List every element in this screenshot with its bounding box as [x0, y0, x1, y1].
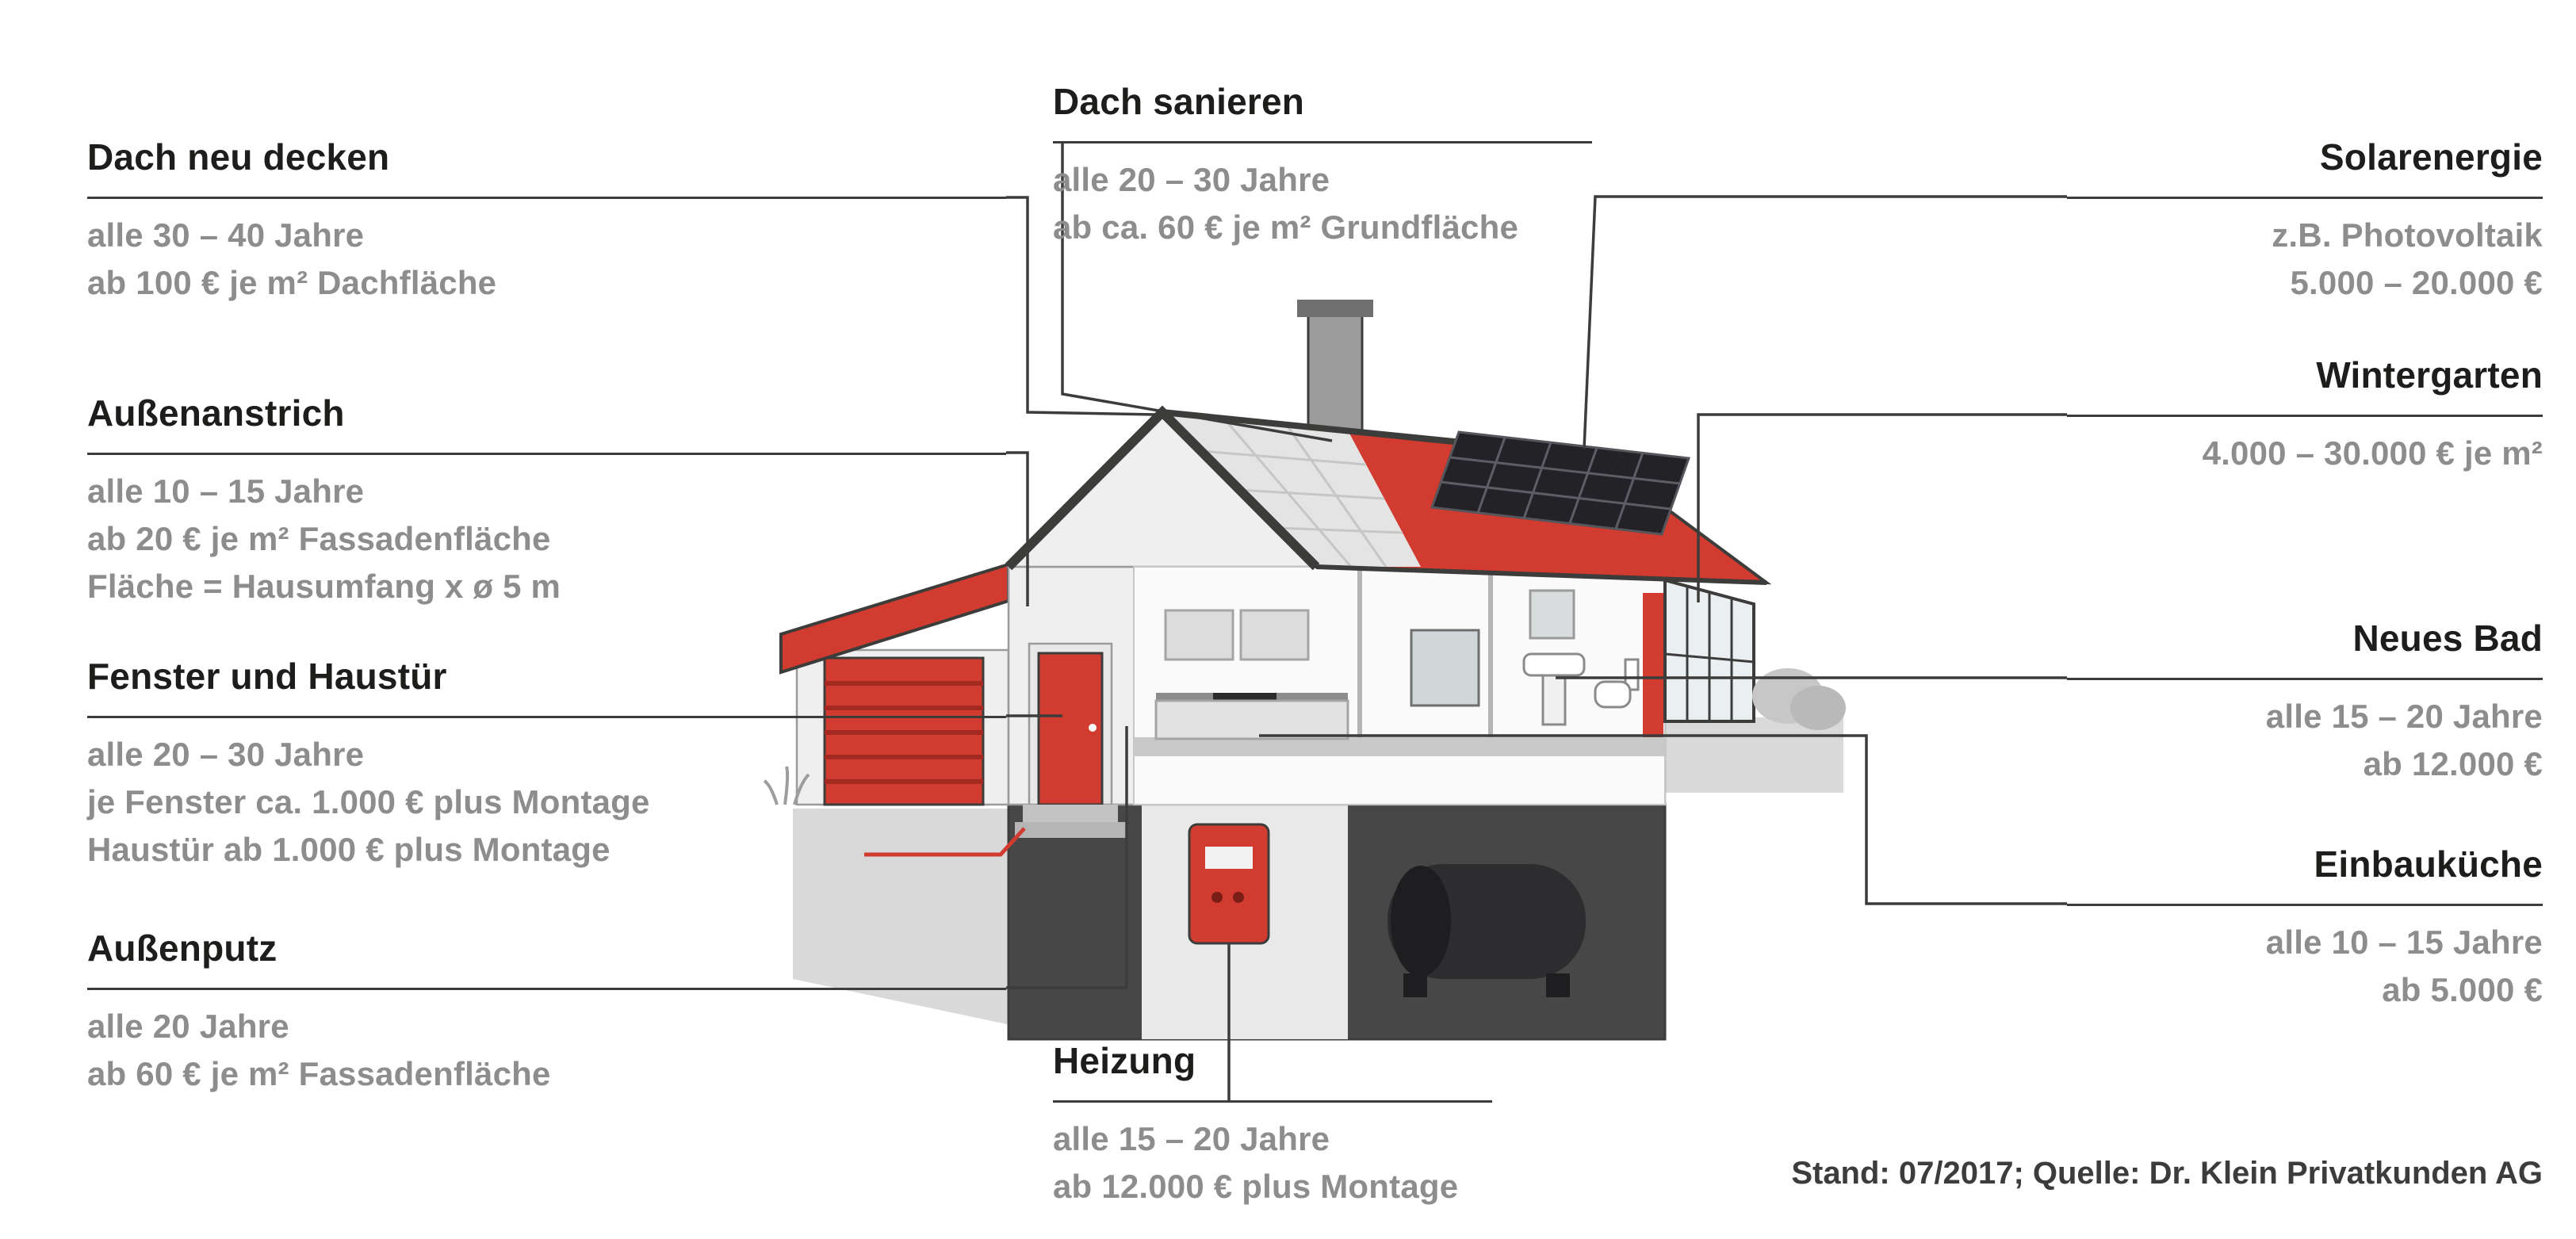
label-line: ab 100 € je m² Dachfläche: [87, 263, 497, 301]
red-pipe: [864, 827, 1026, 857]
bathroom-sink: [1522, 652, 1586, 677]
label-line: Haustür ab 1.000 € plus Montage: [87, 830, 611, 868]
label-line: alle 20 – 30 Jahre: [87, 735, 365, 773]
grass-tuft: [763, 766, 810, 805]
roof-eave: [1315, 564, 1767, 585]
leader-dach-neu-decken: [1006, 196, 1157, 416]
solar-panels: [1430, 430, 1691, 536]
garage-door: [823, 656, 985, 806]
label-title: Heizung: [1053, 1041, 1492, 1103]
label-title: Dach sanieren: [1053, 82, 1592, 143]
label-line: alle 20 Jahre: [87, 1007, 289, 1045]
label-dach-neu-decken: Dach neu decken alle 30 – 40 Jahre ab 10…: [87, 137, 1006, 307]
label-line: alle 15 – 20 Jahre: [2265, 697, 2543, 735]
driveway: [793, 809, 1078, 1039]
chimney: [1297, 300, 1373, 446]
label-line: ab 20 € je m² Fassadenfläche: [87, 519, 551, 557]
label-line: ab ca. 60 € je m² Grundfläche: [1053, 208, 1519, 246]
label-line: z.B. Photovoltaik: [2272, 216, 2543, 254]
bush: [1752, 668, 1846, 730]
label-line: 4.000 – 30.000 € je m²: [2202, 434, 2543, 472]
interior-cutaway: [1133, 566, 1666, 805]
boiler: [1188, 823, 1270, 945]
house-illustration: [763, 300, 1846, 1041]
toilet: [1594, 680, 1632, 709]
label-dach-sanieren: Dach sanieren alle 20 – 30 Jahre ab ca. …: [1053, 82, 1592, 251]
kitchen: [1154, 609, 1349, 740]
leader-aussenanstrich: [1006, 451, 1029, 606]
label-line: alle 15 – 20 Jahre: [1053, 1119, 1330, 1157]
label-title: Außenanstrich: [87, 393, 1006, 455]
cooktop: [1213, 693, 1277, 701]
label-line: ab 60 € je m² Fassadenfläche: [87, 1054, 551, 1092]
label-einbaukueche: Einbauküche alle 10 – 15 Jahre ab 5.000 …: [2067, 844, 2543, 1014]
label-line: Fläche = Hausumfang x ø 5 m: [87, 567, 561, 605]
front-door: [1028, 642, 1113, 806]
door-step: [1015, 822, 1126, 838]
label-line: 5.000 – 20.000 €: [2290, 263, 2543, 301]
label-title: Einbauküche: [2067, 844, 2543, 906]
bathroom-door: [1643, 593, 1663, 737]
label-line: ab 12.000 €: [2363, 744, 2543, 782]
bathroom: [1522, 589, 1663, 737]
label-fenster-und-haustuer: Fenster und Haustür alle 20 – 30 Jahre j…: [87, 656, 1006, 874]
oil-tank: [1388, 864, 1586, 997]
source-note: Stand: 07/2017; Quelle: Dr. Klein Privat…: [1791, 1156, 2543, 1191]
roof-tile-section: [1162, 412, 1421, 568]
label-heizung: Heizung alle 15 – 20 Jahre ab 12.000 € p…: [1053, 1041, 1492, 1210]
label-line: alle 10 – 15 Jahre: [2265, 923, 2543, 961]
label-line: je Fenster ca. 1.000 € plus Montage: [87, 782, 650, 820]
leader-wintergarten: [1697, 413, 2067, 602]
floor-slab: [1134, 737, 1665, 756]
label-line: ab 12.000 € plus Montage: [1053, 1167, 1459, 1205]
leader-lines: [1006, 143, 2067, 1100]
label-line: alle 10 – 15 Jahre: [87, 472, 365, 510]
label-line: alle 30 – 40 Jahre: [87, 216, 365, 254]
label-wintergarten: Wintergarten 4.000 – 30.000 € je m²: [2067, 355, 2543, 477]
label-line: alle 20 – 30 Jahre: [1053, 160, 1330, 198]
label-aussenputz: Außenputz alle 20 Jahre ab 60 € je m² Fa…: [87, 928, 1006, 1098]
label-solarenergie: Solarenergie z.B. Photovoltaik 5.000 – 2…: [2067, 137, 2543, 307]
label-title: Außenputz: [87, 928, 1006, 990]
label-neues-bad: Neues Bad alle 15 – 20 Jahre ab 12.000 €: [2067, 618, 2543, 788]
leader-dach-sanieren: [1061, 143, 1333, 442]
label-title: Fenster und Haustür: [87, 656, 1006, 718]
label-line: ab 5.000 €: [2382, 970, 2543, 1008]
label-title: Neues Bad: [2067, 618, 2543, 680]
label-title: Dach neu decken: [87, 137, 1006, 199]
leader-aussenputz: [1006, 726, 1128, 989]
wintergarten-structure: [1663, 578, 1755, 723]
leader-solarenergie: [1583, 195, 2067, 449]
label-title: Solarenergie: [2067, 137, 2543, 199]
leader-einbaukueche: [1259, 734, 2067, 905]
label-aussenanstrich: Außenanstrich alle 10 – 15 Jahre ab 20 €…: [87, 393, 1006, 610]
label-title: Wintergarten: [2067, 355, 2543, 417]
bathroom-mirror: [1529, 589, 1575, 640]
window: [1410, 629, 1480, 707]
door-step: [1023, 805, 1118, 822]
kitchen-counter: [1154, 699, 1349, 740]
